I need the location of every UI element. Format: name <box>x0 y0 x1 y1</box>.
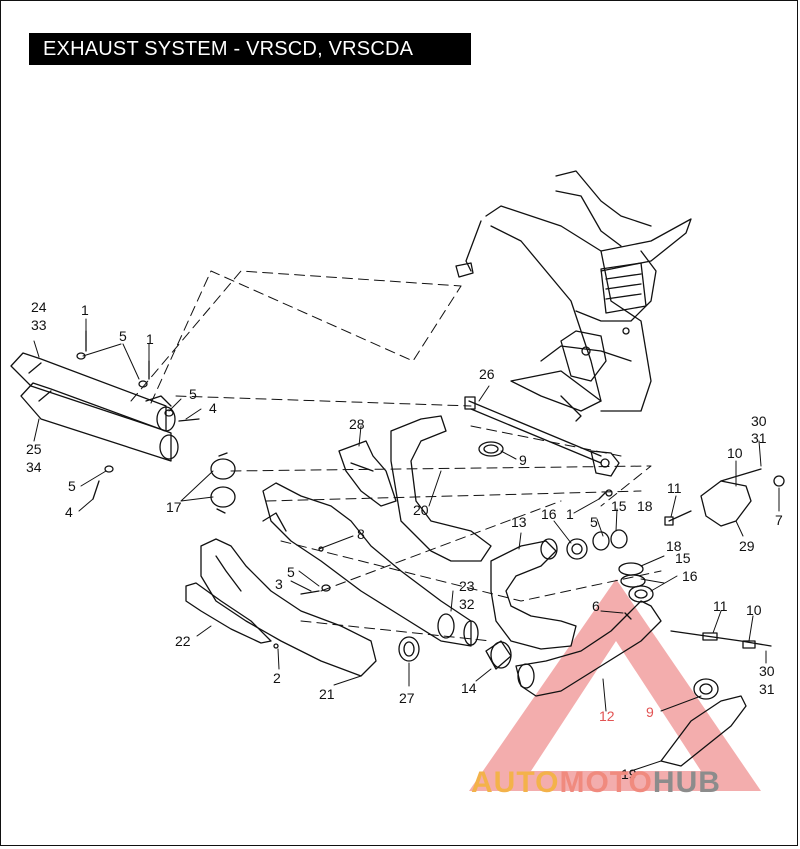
callout-16: 16 <box>541 506 557 522</box>
callout-33: 33 <box>31 317 47 333</box>
callout-13: 13 <box>511 514 527 530</box>
watermark-hub: HUB <box>652 766 721 799</box>
callout-3: 3 <box>275 576 283 592</box>
clamp-14 <box>485 640 512 670</box>
callout-2: 2 <box>273 670 281 686</box>
callout-25: 25 <box>26 441 42 457</box>
callout-1: 1 <box>81 302 89 318</box>
gasket-set-upper <box>566 529 628 560</box>
watermark-auto: AUTO <box>471 766 560 799</box>
callout-5: 5 <box>189 386 197 402</box>
heat-shield-22 <box>185 582 279 649</box>
callout-21: 21 <box>319 686 335 702</box>
watermark-logo: AUTOMOTOHUB <box>471 766 721 800</box>
callout-28: 28 <box>349 416 365 432</box>
callout-6: 6 <box>592 598 600 614</box>
header-pipe-13 <box>490 538 662 697</box>
callout-18: 18 <box>637 498 653 514</box>
oxygen-sensor-lower <box>670 630 772 649</box>
frame-assembly <box>455 170 692 422</box>
callout-30: 30 <box>759 663 775 679</box>
muffler-pair <box>10 352 179 462</box>
clamp-9-lower <box>693 678 719 700</box>
callout-4: 4 <box>209 400 217 416</box>
callout-15: 15 <box>675 550 691 566</box>
callout-12: 12 <box>599 708 615 724</box>
callout-9: 9 <box>519 452 527 468</box>
callout-16: 16 <box>682 568 698 584</box>
assembly-dashed-lines <box>130 270 662 642</box>
clamp-9-upper <box>478 441 504 457</box>
callout-10: 10 <box>746 602 762 618</box>
page-title: EXHAUST SYSTEM - VRSCD, VRSCDA <box>29 33 471 65</box>
callout-10: 10 <box>727 445 743 461</box>
callout-34: 34 <box>26 459 42 475</box>
watermark-moto: MOTO <box>559 766 653 799</box>
clamp-17 <box>210 452 236 514</box>
callout-9: 9 <box>646 704 654 720</box>
callout-8: 8 <box>357 526 365 542</box>
callout-1: 1 <box>146 331 154 347</box>
callout-15: 15 <box>611 498 627 514</box>
callout-17: 17 <box>166 499 182 515</box>
callout-4: 4 <box>65 504 73 520</box>
callout-19: 19 <box>621 766 637 782</box>
fastener-hardware <box>76 330 632 620</box>
watermark-triangle <box>469 579 761 791</box>
callout-29: 29 <box>739 538 755 554</box>
callout-11: 11 <box>713 598 728 614</box>
callout-24: 24 <box>31 299 47 315</box>
callout-5: 5 <box>119 328 127 344</box>
callout-27: 27 <box>399 690 415 706</box>
callout-labels: 1 24 33 5 1 5 4 25 34 5 4 17 28 9 20 26 … <box>26 299 783 782</box>
header-pipe-20 <box>390 415 492 562</box>
callout-26: 26 <box>479 366 495 382</box>
callout-1: 1 <box>566 506 574 522</box>
callout-22: 22 <box>175 633 191 649</box>
callout-20: 20 <box>413 502 429 518</box>
callout-32: 32 <box>459 596 475 612</box>
callout-5: 5 <box>590 514 598 530</box>
lower-muffler <box>262 482 479 647</box>
callout-23: 23 <box>459 578 475 594</box>
heat-shield-28 <box>338 440 397 507</box>
callout-7: 7 <box>775 512 783 528</box>
callout-30: 30 <box>751 413 767 429</box>
callout-14: 14 <box>461 680 477 696</box>
callout-31: 31 <box>759 681 775 697</box>
callout-5: 5 <box>68 478 76 494</box>
gasket-set-lower <box>618 562 654 603</box>
callout-31: 31 <box>751 430 767 446</box>
heat-shield-19 <box>660 695 747 767</box>
leader-lines <box>33 318 780 772</box>
clamp-27 <box>398 636 420 662</box>
callout-18: 18 <box>666 538 682 554</box>
callout-5: 5 <box>287 564 295 580</box>
support-rod-26 <box>464 396 620 477</box>
heat-shield-21 <box>200 538 377 677</box>
oxygen-sensor-upper <box>664 468 785 527</box>
callout-11: 11 <box>667 480 682 496</box>
